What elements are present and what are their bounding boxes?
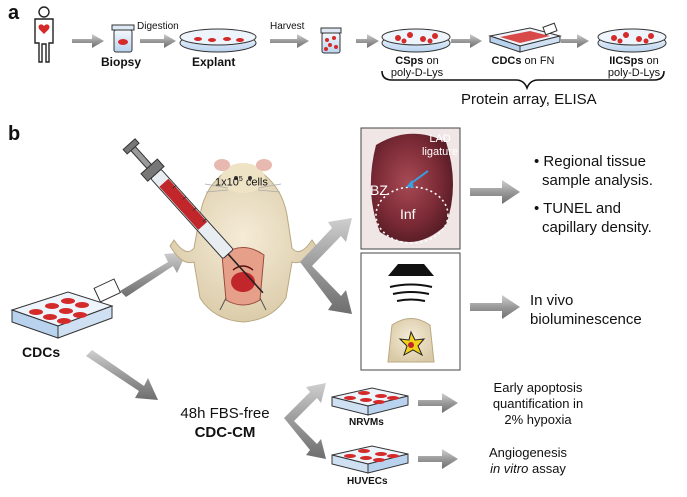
heart-photo: [360, 127, 461, 250]
invivo-line1: In vivo: [530, 292, 574, 309]
syringe-icon: [122, 138, 264, 294]
label-cell-count: 1x105 cells: [215, 176, 268, 189]
ligature-text: ligature: [422, 146, 459, 158]
cdcs-rest: on FN: [521, 55, 555, 67]
rat-image: [169, 159, 317, 323]
huvecs-plate-icon: [331, 445, 409, 474]
arrow-3: [451, 34, 482, 48]
apoptosis-line2: quantification in: [492, 396, 584, 411]
lad-text: LAD: [429, 133, 451, 145]
label-huvecs: HUVECs: [347, 476, 388, 487]
arrow-1: [72, 34, 104, 48]
cell-count-exp: 5: [238, 176, 243, 183]
arrow-2: [356, 34, 379, 48]
angio-line2b: assay: [528, 461, 566, 476]
panel-letter-a: a: [8, 2, 20, 24]
label-lad-ligature: LAD ligature: [422, 133, 458, 159]
label-digestion: Digestion: [137, 21, 179, 32]
arrow-bioluminescence: [470, 295, 520, 319]
nrvms-plate-icon: [331, 387, 409, 416]
result-bioluminescence: In vivo bioluminescence: [530, 291, 642, 329]
label-biopsy: Biopsy: [101, 55, 142, 69]
apoptosis-line1: Early apoptosis: [493, 380, 583, 395]
result-tissue-analysis: • Regional tissue sample analysis.: [534, 152, 653, 190]
angio-line1: Angiogenesis: [488, 445, 568, 460]
bullet1-line2: sample analysis.: [542, 172, 653, 189]
harvest-tube-icon: [320, 27, 342, 54]
cell-count-prefix: 1x10: [215, 176, 239, 189]
cm-line1: 48h FBS-free: [180, 405, 270, 422]
apoptosis-line3: 2% hypoxia: [504, 412, 572, 427]
cell-count-suffix: cells: [242, 176, 268, 189]
arrow-apoptosis: [418, 393, 458, 413]
cm-split-arrow: [284, 383, 326, 459]
cdcs-flask-icon: [488, 22, 562, 53]
csps-rest: on: [423, 55, 439, 67]
cm-line2: CDC-CM: [194, 424, 256, 441]
angio-line2a: in vitro: [490, 461, 529, 476]
arrow-to-rat: [120, 252, 187, 297]
csps-bold: CSps: [395, 55, 424, 67]
bullet2-line2: capillary density.: [542, 219, 652, 236]
arrow-4: [561, 34, 589, 48]
invivo-line2: bioluminescence: [530, 311, 642, 328]
csps-dish-icon: [381, 28, 451, 53]
bullet1-line1: • Regional tissue: [534, 153, 646, 170]
human-icon: [34, 6, 54, 63]
label-nrvms: NRVMs: [349, 417, 384, 428]
arrow-harvest: [270, 34, 309, 48]
explant-dish-icon: [179, 28, 257, 53]
label-inf: Inf: [400, 206, 416, 222]
bracket: [381, 70, 665, 91]
split-arrow: [300, 218, 352, 314]
label-bz: BZ: [370, 182, 388, 198]
iicsps-rest2: poly-D-Lys: [607, 67, 661, 79]
arrow-tissue-analysis: [470, 180, 520, 204]
iicsps-bold: IICSps: [609, 55, 644, 67]
label-iicsps: IICSps on poly-D-Lys: [598, 55, 670, 79]
result-apoptosis: Early apoptosis quantification in 2% hyp…: [474, 380, 602, 428]
cdcs-bold: CDCs: [491, 55, 522, 67]
label-explant: Explant: [192, 55, 236, 69]
iicsps-rest: on: [643, 55, 659, 67]
result-tunel: • TUNEL and capillary density.: [534, 199, 652, 237]
iicsps-dish-icon: [597, 28, 667, 53]
result-angiogenesis: Angiogenesis in vitro assay: [476, 445, 580, 477]
cdcs-flask-large-icon: [10, 278, 122, 339]
bioluminescence-imaging-box: [360, 252, 461, 371]
csps-rest2: poly-D-Lys: [390, 67, 444, 79]
label-harvest: Harvest: [270, 21, 305, 32]
label-cdcs-fn: CDCs on FN: [484, 55, 562, 67]
label-csps: CSps on poly-D-Lys: [386, 55, 448, 79]
bullet2-line1: • TUNEL and: [534, 200, 621, 217]
arrow-to-cm: [86, 350, 158, 400]
label-protein-array: Protein array, ELISA: [461, 91, 597, 108]
arrow-angiogenesis: [418, 449, 458, 469]
arrow-digestion: [140, 34, 176, 48]
label-cdcs: CDCs: [22, 344, 61, 360]
biopsy-tube-icon: [111, 24, 135, 53]
panel-letter-b: b: [8, 123, 21, 145]
label-cdc-cm: 48h FBS-free CDC-CM: [166, 404, 284, 442]
